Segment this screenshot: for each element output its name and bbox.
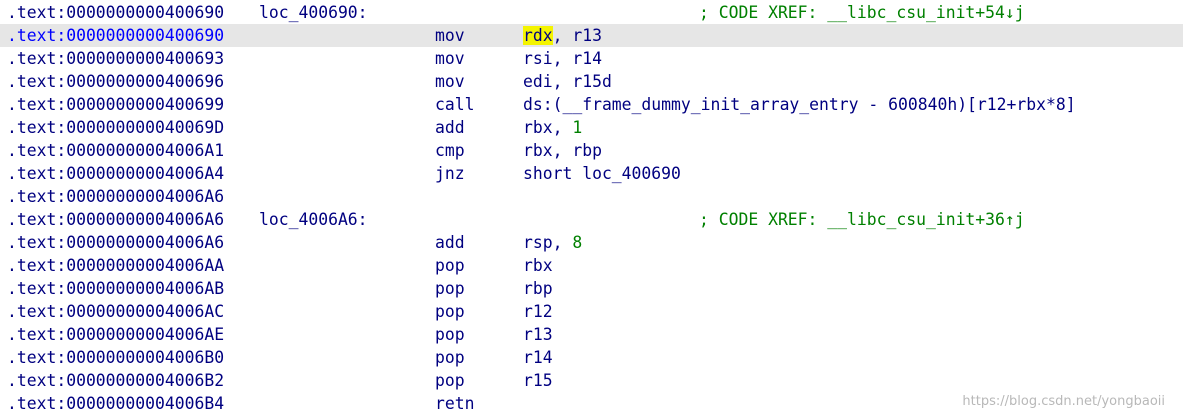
operand-text[interactable]: r12 xyxy=(523,302,553,321)
operand-text[interactable]: rsp, xyxy=(523,233,573,252)
line-address[interactable]: .text:00000000004006AE xyxy=(7,325,225,344)
instruction-mnemonic[interactable]: cmp xyxy=(435,141,465,160)
operand-text[interactable]: rbx, rbp xyxy=(523,141,602,160)
listing-row[interactable]: .text:0000000000400693 mov rsi, r14 xyxy=(0,47,1183,70)
operand-text[interactable]: rbp xyxy=(523,279,553,298)
listing-row[interactable]: .text:00000000004006B2 pop r15 xyxy=(0,369,1183,392)
line-address[interactable]: .text:00000000004006A6 xyxy=(7,210,225,229)
line-address[interactable]: .text:00000000004006AC xyxy=(7,302,225,321)
line-address[interactable]: .text:0000000000400693 xyxy=(7,49,225,68)
instruction-operands[interactable]: r15 xyxy=(523,369,553,392)
instruction-operands[interactable]: rdx, r13 xyxy=(523,24,602,47)
instruction-mnemonic[interactable]: mov xyxy=(435,72,465,91)
listing-row[interactable]: .text:00000000004006AB pop rbp xyxy=(0,277,1183,300)
operand-text[interactable]: r15 xyxy=(523,371,553,390)
instruction-mnemonic[interactable]: jnz xyxy=(435,164,465,183)
listing-row[interactable]: .text:00000000004006B4 retn xyxy=(0,392,1183,415)
instruction-mnemonic[interactable]: pop xyxy=(435,279,465,298)
line-address[interactable]: .text:0000000000400696 xyxy=(7,72,225,91)
listing-row[interactable]: .text:00000000004006A6 xyxy=(0,185,1183,208)
listing-row[interactable]: .text:00000000004006AA pop rbx xyxy=(0,254,1183,277)
listing-row[interactable]: .text:00000000004006A1 cmp rbx, rbp xyxy=(0,139,1183,162)
instruction-mnemonic[interactable]: pop xyxy=(435,302,465,321)
instruction-operands[interactable]: r14 xyxy=(523,346,553,369)
highlighted-operand[interactable]: rdx xyxy=(523,26,553,45)
operand-text[interactable]: r13 xyxy=(523,325,553,344)
instruction-operands[interactable]: rbp xyxy=(523,277,553,300)
line-address[interactable]: .text:00000000004006A4 xyxy=(7,164,225,183)
xref-comment[interactable]: ; CODE XREF: __libc_csu_init+54↓j xyxy=(699,3,1025,22)
operand-text[interactable]: edi, r15d xyxy=(523,72,612,91)
instruction-operands[interactable]: rsp, 8 xyxy=(523,231,582,254)
instruction-mnemonic[interactable]: pop xyxy=(435,256,465,275)
listing-row[interactable]: .text:00000000004006AE pop r13 xyxy=(0,323,1183,346)
operand-text[interactable]: short loc_400690 xyxy=(523,164,681,183)
instruction-operands[interactable]: ds:(__frame_dummy_init_array_entry - 600… xyxy=(523,93,1076,116)
instruction-mnemonic[interactable]: add xyxy=(435,233,465,252)
watermark: https://blog.csdn.net/yongbaoii xyxy=(962,394,1165,409)
operand-text[interactable]: r14 xyxy=(523,348,553,367)
instruction-operands[interactable]: rsi, r14 xyxy=(523,47,602,70)
line-address[interactable]: .text:0000000000400690 xyxy=(7,26,225,45)
line-address[interactable]: .text:00000000004006AA xyxy=(7,256,225,275)
instruction-mnemonic[interactable]: call xyxy=(435,95,475,114)
immediate-value[interactable]: 8 xyxy=(572,233,583,252)
instruction-operands[interactable]: rbx, 1 xyxy=(523,116,582,139)
listing-row[interactable]: .text:00000000004006B0 pop r14 xyxy=(0,346,1183,369)
instruction-operands[interactable]: edi, r15d xyxy=(523,70,612,93)
listing-row[interactable]: .text:00000000004006A6 add rsp, 8 xyxy=(0,231,1183,254)
listing-row[interactable]: .text:0000000000400699 call ds:(__frame_du… xyxy=(0,93,1183,116)
instruction-mnemonic[interactable]: pop xyxy=(435,371,465,390)
instruction-mnemonic[interactable]: mov xyxy=(435,49,465,68)
line-address[interactable]: .text:00000000004006B4 xyxy=(7,394,225,413)
operand-text[interactable]: ds:(__frame_dummy_init_array_entry - 600… xyxy=(523,95,1076,114)
operand-text[interactable]: , r13 xyxy=(552,26,602,45)
line-address[interactable]: .text:00000000004006A6 xyxy=(7,233,225,252)
instruction-mnemonic[interactable]: retn xyxy=(435,394,475,413)
listing-row[interactable]: .text:00000000004006AC pop r12 xyxy=(0,300,1183,323)
line-address[interactable]: .text:00000000004006AB xyxy=(7,279,225,298)
listing-row[interactable]: .text:00000000004006A4 jnz short loc_40069… xyxy=(0,162,1183,185)
line-address[interactable]: .text:00000000004006A1 xyxy=(7,141,225,160)
line-address[interactable]: .text:0000000000400690 xyxy=(7,3,225,22)
instruction-operands[interactable]: rbx xyxy=(523,254,553,277)
operand-text[interactable]: rsi, r14 xyxy=(523,49,602,68)
instruction-operands[interactable]: r13 xyxy=(523,323,553,346)
line-address[interactable]: .text:000000000040069D xyxy=(7,118,225,137)
instruction-mnemonic[interactable]: add xyxy=(435,118,465,137)
instruction-mnemonic[interactable]: pop xyxy=(435,325,465,344)
operand-text[interactable]: rbx xyxy=(523,256,553,275)
listing-row[interactable]: .text:000000000040069D add rbx, 1 xyxy=(0,116,1183,139)
listing-row[interactable]: .text:0000000000400696 mov edi, r15d xyxy=(0,70,1183,93)
code-label[interactable]: loc_4006A6: xyxy=(259,210,368,229)
listing-row[interactable]: .text:00000000004006A6 loc_4006A6: ; CODE … xyxy=(0,208,1183,231)
immediate-value[interactable]: 1 xyxy=(572,118,583,137)
instruction-operands[interactable]: rbx, rbp xyxy=(523,139,602,162)
instruction-mnemonic[interactable]: pop xyxy=(435,348,465,367)
listing-row-selected[interactable]: .text:0000000000400690 mov rdx, r13 xyxy=(0,24,1183,47)
listing-row[interactable]: .text:0000000000400690 loc_400690: ; CODE … xyxy=(0,1,1183,24)
operand-text[interactable]: rbx, xyxy=(523,118,573,137)
instruction-operands[interactable]: r12 xyxy=(523,300,553,323)
xref-comment[interactable]: ; CODE XREF: __libc_csu_init+36↑j xyxy=(699,210,1025,229)
line-address[interactable]: .text:0000000000400699 xyxy=(7,95,225,114)
code-label[interactable]: loc_400690: xyxy=(259,3,368,22)
instruction-mnemonic[interactable]: mov xyxy=(435,26,465,45)
line-address[interactable]: .text:00000000004006B0 xyxy=(7,348,225,367)
instruction-operands[interactable]: short loc_400690 xyxy=(523,162,681,185)
line-address[interactable]: .text:00000000004006A6 xyxy=(7,187,225,206)
line-address[interactable]: .text:00000000004006B2 xyxy=(7,371,225,390)
